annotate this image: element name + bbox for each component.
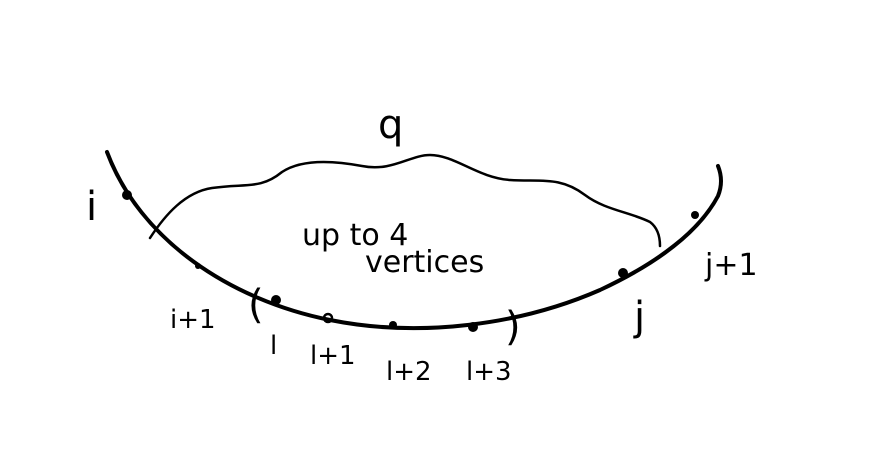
vertex-l-plus-1-dot — [322, 312, 334, 324]
vertex-l-plus-1-label: l+1 — [310, 341, 356, 371]
vertex-i-plus-1-label: i+1 — [170, 305, 216, 335]
vertex-j-label: j — [633, 294, 645, 340]
chain-curve — [105, 150, 723, 331]
vertex-l-label: l — [270, 331, 277, 361]
bracket-close: ) — [505, 304, 521, 350]
region-q-boundary — [148, 153, 662, 248]
vertex-j-plus-1-label: j+1 — [704, 248, 758, 283]
bracket-open: ( — [248, 282, 264, 328]
region-note-line2: vertices — [365, 245, 484, 280]
region-note-line1: up to 4 — [302, 218, 408, 253]
vertex-l-plus-3-dot — [468, 322, 478, 332]
vertex-i-dot — [122, 190, 132, 200]
vertex-l-plus-3-label: l+3 — [466, 357, 512, 387]
vertex-l-plus-2-label: l+2 — [386, 357, 432, 387]
vertex-l-dot — [271, 295, 281, 305]
vertex-i-label: i — [86, 184, 97, 230]
vertex-j-dot — [618, 268, 628, 278]
vertex-l-plus-2-dot — [389, 321, 397, 329]
vertex-j-plus-1-dot — [691, 211, 699, 219]
region-q-label: q — [378, 102, 403, 148]
vertex-i-plus-1-dot — [195, 263, 201, 269]
